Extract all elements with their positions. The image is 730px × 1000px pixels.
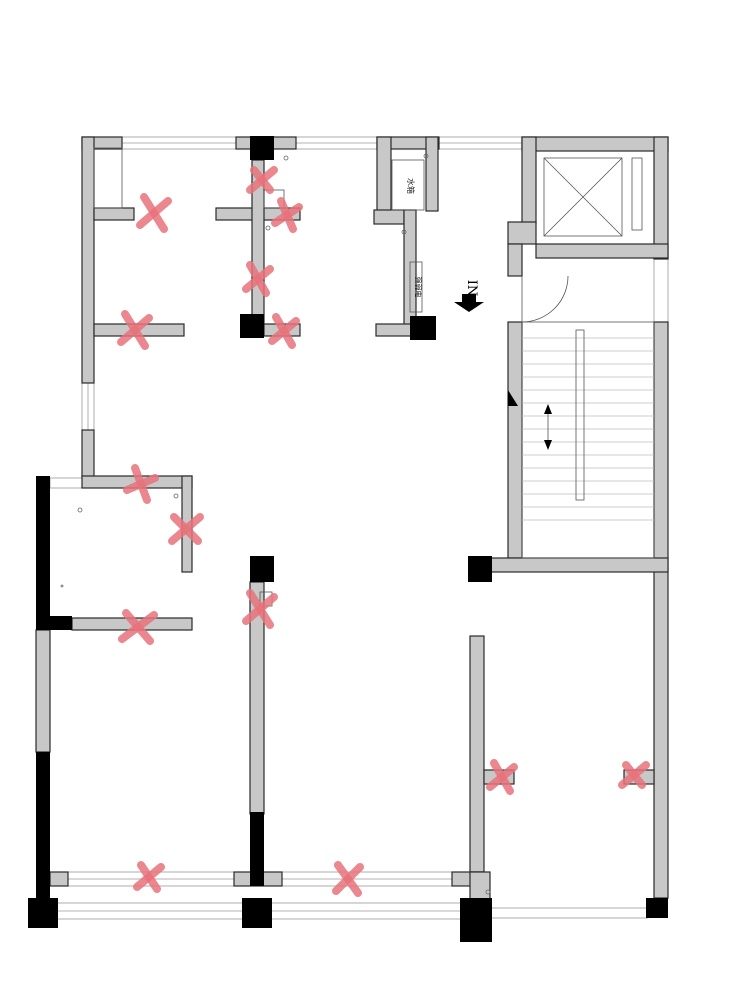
water-meter-label: 水箱 <box>406 178 416 194</box>
stair-arrow-down-icon <box>544 440 552 450</box>
demolition-mark-icon <box>332 861 364 897</box>
entrance-door-swing <box>521 275 569 323</box>
wall <box>49 871 69 887</box>
wall <box>93 207 135 221</box>
column <box>36 752 50 902</box>
window-right-upper <box>653 257 669 323</box>
wall <box>535 243 669 259</box>
column <box>250 556 274 582</box>
column <box>242 898 272 928</box>
entrance-label: IN <box>464 280 479 297</box>
stair-arrow-up-icon <box>544 404 552 414</box>
stair-handrail <box>575 329 585 501</box>
shaft-label: 强弱电 <box>414 277 423 298</box>
column <box>468 556 492 582</box>
wall <box>653 321 669 899</box>
elevator-car <box>543 157 623 237</box>
balcony-rail-right <box>489 907 649 919</box>
wall <box>521 136 669 152</box>
demolition-mark-icon <box>123 464 159 504</box>
wall <box>81 429 95 479</box>
stair-well <box>521 321 655 559</box>
column <box>250 136 274 160</box>
wall <box>507 321 523 559</box>
demolition-mark-icon <box>117 310 153 350</box>
wall <box>507 243 523 277</box>
columns <box>28 136 668 942</box>
entrance-arrow-icon <box>454 302 484 312</box>
demolition-mark-icon <box>168 513 204 545</box>
wall <box>507 221 537 245</box>
column <box>28 898 58 928</box>
column <box>646 898 668 918</box>
wall <box>469 871 491 903</box>
closet-outline <box>93 147 123 209</box>
demolition-mark-icon <box>136 193 172 233</box>
wall <box>35 629 51 753</box>
wall <box>375 323 413 337</box>
fixture-dot <box>401 229 407 235</box>
stair-direction-icon <box>508 390 518 406</box>
fixture-dot <box>265 225 271 231</box>
column <box>250 812 264 886</box>
fixture-dot <box>77 507 83 513</box>
fixture-dot <box>173 493 179 499</box>
shaft-box <box>409 261 423 313</box>
walls <box>35 136 669 903</box>
demolition-mark-icon <box>242 261 274 297</box>
wall <box>469 635 485 873</box>
demolition-mark-icon <box>242 589 278 629</box>
wall <box>373 209 405 225</box>
wall <box>425 136 439 212</box>
column <box>36 476 50 622</box>
fixture-dot <box>485 889 491 895</box>
column <box>240 314 264 338</box>
entrance-arrow-shaft <box>462 294 476 303</box>
demolition-mark-icon <box>246 166 278 194</box>
demolition-mark-icon <box>268 313 300 349</box>
demolition-mark-icon <box>133 861 165 893</box>
demolition-mark-icon <box>271 197 303 233</box>
elevator-counterweight <box>631 157 643 231</box>
column <box>460 898 492 942</box>
wall <box>521 136 537 224</box>
staircase <box>508 321 655 559</box>
demolition-mark-icon <box>486 759 518 795</box>
fixture-dot <box>283 155 289 161</box>
water-meter-box <box>391 159 425 211</box>
wall <box>489 557 669 573</box>
column <box>410 316 436 340</box>
demolition-mark-icon <box>118 609 158 645</box>
fixture-dot <box>60 584 64 588</box>
fixture-dot <box>423 153 429 159</box>
labels: 水箱 强弱电 IN <box>406 178 484 312</box>
elevator <box>543 157 643 237</box>
column <box>36 616 72 630</box>
wall <box>81 136 95 384</box>
demolition-mark-icon <box>618 761 650 789</box>
wall <box>653 136 669 260</box>
stair-steps <box>522 337 654 521</box>
demolition-marks <box>117 166 650 897</box>
